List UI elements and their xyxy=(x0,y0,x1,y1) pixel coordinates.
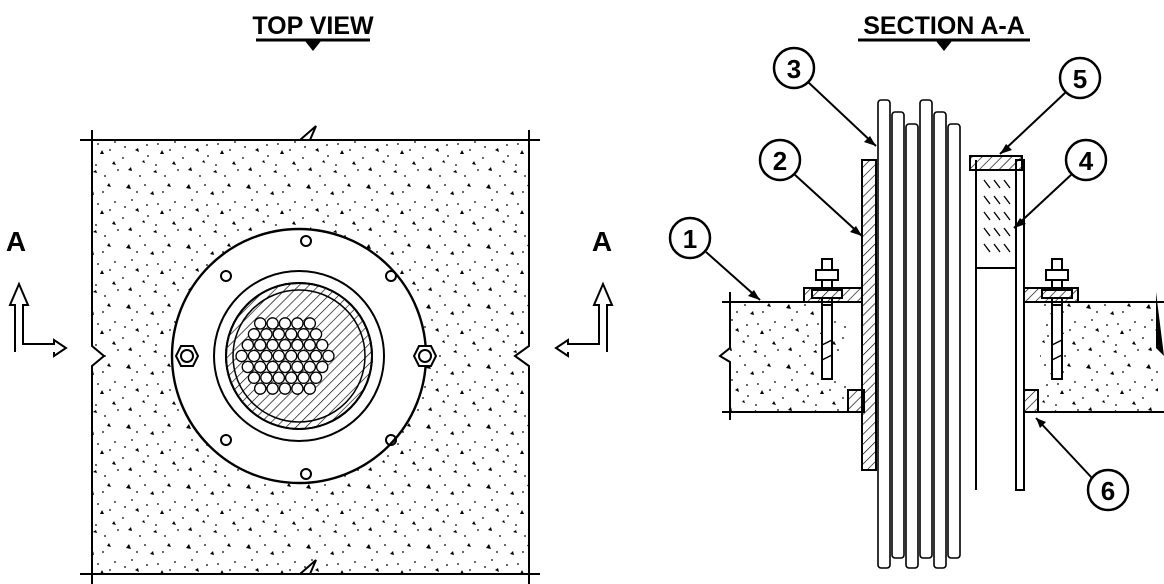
callout-6: 6 xyxy=(1035,417,1130,512)
cable xyxy=(297,371,310,384)
cable xyxy=(284,371,298,384)
cable xyxy=(260,328,273,341)
cable xyxy=(278,338,292,352)
cable xyxy=(266,317,279,330)
cable xyxy=(309,349,323,363)
cable-section xyxy=(877,99,891,569)
cable xyxy=(253,338,267,352)
callout-2-label: 2 xyxy=(773,146,787,176)
cable xyxy=(297,349,310,363)
cable xyxy=(266,360,279,374)
cable xyxy=(291,317,304,330)
cable xyxy=(291,360,304,374)
cable xyxy=(309,328,323,341)
cable xyxy=(278,360,292,374)
cable xyxy=(303,382,317,395)
cable xyxy=(235,349,248,363)
cable xyxy=(291,382,304,395)
cable xyxy=(253,382,267,395)
cable xyxy=(272,349,286,363)
callout-4-label: 4 xyxy=(1079,146,1094,176)
callout-3-label: 3 xyxy=(787,54,801,84)
cable xyxy=(309,371,323,384)
cable xyxy=(291,338,304,352)
cable xyxy=(315,360,329,374)
cable-section xyxy=(891,111,905,559)
cable xyxy=(260,371,273,384)
cable-section xyxy=(919,99,933,559)
cable xyxy=(247,371,261,384)
cable-bundle-section xyxy=(877,99,961,569)
cable xyxy=(272,328,286,341)
cable xyxy=(278,382,292,395)
section-marker-left: A xyxy=(6,226,68,358)
cable-section xyxy=(947,123,961,559)
cable xyxy=(266,382,279,395)
cable xyxy=(303,317,317,330)
cable xyxy=(284,328,298,341)
cable xyxy=(241,338,255,352)
cable xyxy=(266,338,279,352)
slab-section-right xyxy=(1030,292,1164,413)
cable xyxy=(247,328,261,341)
section-view-title-arrow xyxy=(936,41,952,51)
cable-bundle xyxy=(235,317,335,395)
cable xyxy=(278,317,292,330)
packing-material xyxy=(975,169,1017,269)
callout-1-label: 1 xyxy=(683,224,697,254)
cable xyxy=(272,371,286,384)
cable-section xyxy=(905,123,919,569)
anchor-nut-right xyxy=(412,345,438,367)
section-marker-right-label: A xyxy=(592,226,612,257)
sleeve-flange-section xyxy=(803,287,1079,413)
cable xyxy=(303,338,317,352)
top-view-title-arrow xyxy=(305,41,321,51)
callout-5: 5 xyxy=(999,56,1102,155)
flange-bolt-holes xyxy=(220,235,397,480)
section-view: SECTION A-A xyxy=(668,12,1164,569)
cable xyxy=(253,360,267,374)
cable xyxy=(247,349,261,363)
cable xyxy=(297,328,310,341)
sealant-cap xyxy=(969,155,1023,171)
cable xyxy=(315,338,329,352)
cable xyxy=(241,360,255,374)
callout-6-label: 6 xyxy=(1101,476,1115,506)
cable xyxy=(303,360,317,374)
callout-4: 4 xyxy=(1013,138,1108,229)
section-marker-left-label: A xyxy=(6,226,26,257)
top-view: TOP VIEW xyxy=(6,12,614,584)
anchor-nut-left xyxy=(174,345,200,367)
cable xyxy=(260,349,273,363)
cable xyxy=(253,317,267,330)
section-view-title: SECTION A-A xyxy=(863,12,1025,40)
cable xyxy=(322,349,335,363)
callout-1: 1 xyxy=(668,216,761,301)
callout-5-label: 5 xyxy=(1073,64,1087,94)
cable xyxy=(284,349,298,363)
callout-2: 2 xyxy=(758,138,863,237)
section-marker-right: A xyxy=(554,226,614,358)
cable-section xyxy=(933,111,947,569)
top-view-title: TOP VIEW xyxy=(252,12,374,40)
callout-3: 3 xyxy=(772,46,877,147)
